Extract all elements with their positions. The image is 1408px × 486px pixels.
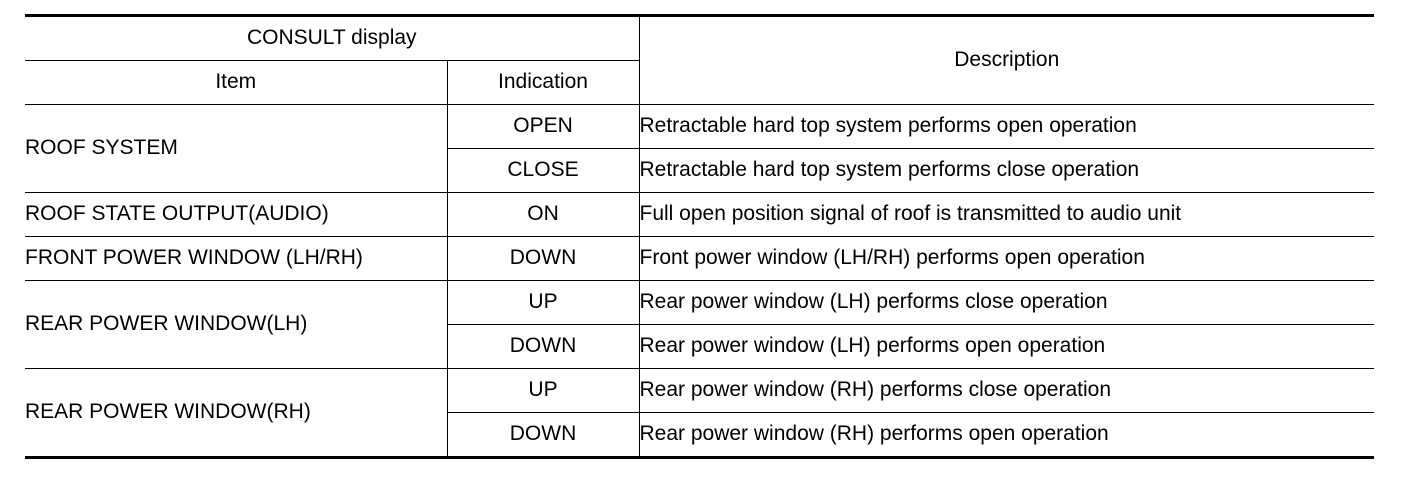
indication-cell: OPEN xyxy=(447,104,640,149)
header-consult-display: CONSULT display xyxy=(25,14,640,61)
item-cell: REAR POWER WINDOW(LH) xyxy=(25,280,448,369)
description-cell: Retractable hard top system performs clo… xyxy=(639,148,1374,193)
item-cell: ROOF STATE OUTPUT(AUDIO) xyxy=(25,192,448,237)
header-description: Description xyxy=(639,14,1374,105)
indication-cell: UP xyxy=(447,280,640,325)
table-row: ROOF STATE OUTPUT(AUDIO) ON Full open po… xyxy=(25,192,1374,237)
table-row: CLOSE Retractable hard top system perfor… xyxy=(25,148,1374,193)
indication-cell: ON xyxy=(447,192,640,237)
description-cell: Rear power window (RH) performs close op… xyxy=(639,368,1374,413)
description-cell: Rear power window (LH) performs open ope… xyxy=(639,324,1374,369)
description-cell: Full open position signal of roof is tra… xyxy=(639,192,1374,237)
indication-cell: DOWN xyxy=(447,324,640,369)
header-indication: Indication xyxy=(447,60,640,105)
item-cell: ROOF SYSTEM xyxy=(25,104,448,193)
indication-cell: CLOSE xyxy=(447,148,640,193)
description-cell: Rear power window (LH) performs close op… xyxy=(639,280,1374,325)
description-cell: Front power window (LH/RH) performs open… xyxy=(639,236,1374,281)
indication-cell: UP xyxy=(447,368,640,413)
table-header: CONSULT display Description Item Indicat… xyxy=(25,14,1374,105)
item-cell: FRONT POWER WINDOW (LH/RH) xyxy=(25,236,448,281)
header-row-sub: Item Indication xyxy=(25,60,1374,105)
table-row: REAR POWER WINDOW(LH) UP Rear power wind… xyxy=(25,280,1374,369)
table-body: ROOF SYSTEM OPEN Retractable hard top sy… xyxy=(25,104,1374,459)
indication-cell: DOWN xyxy=(447,236,640,281)
table-row: DOWN Rear power window (LH) performs ope… xyxy=(25,324,1374,369)
table-row: DOWN Rear power window (RH) performs ope… xyxy=(25,412,1374,459)
description-cell: Rear power window (RH) performs open ope… xyxy=(639,412,1374,459)
consult-display-table: CONSULT display Description Item Indicat… xyxy=(25,14,1374,459)
table-row: FRONT POWER WINDOW (LH/RH) DOWN Front po… xyxy=(25,236,1374,281)
indication-cell: DOWN xyxy=(447,412,640,459)
table-row: REAR POWER WINDOW(RH) UP Rear power wind… xyxy=(25,368,1374,459)
table-row: ROOF SYSTEM OPEN Retractable hard top sy… xyxy=(25,104,1374,193)
item-cell: REAR POWER WINDOW(RH) xyxy=(25,368,448,459)
header-row-top: CONSULT display Description xyxy=(25,14,1374,105)
header-item: Item xyxy=(25,60,448,105)
description-cell: Retractable hard top system performs ope… xyxy=(639,104,1374,149)
